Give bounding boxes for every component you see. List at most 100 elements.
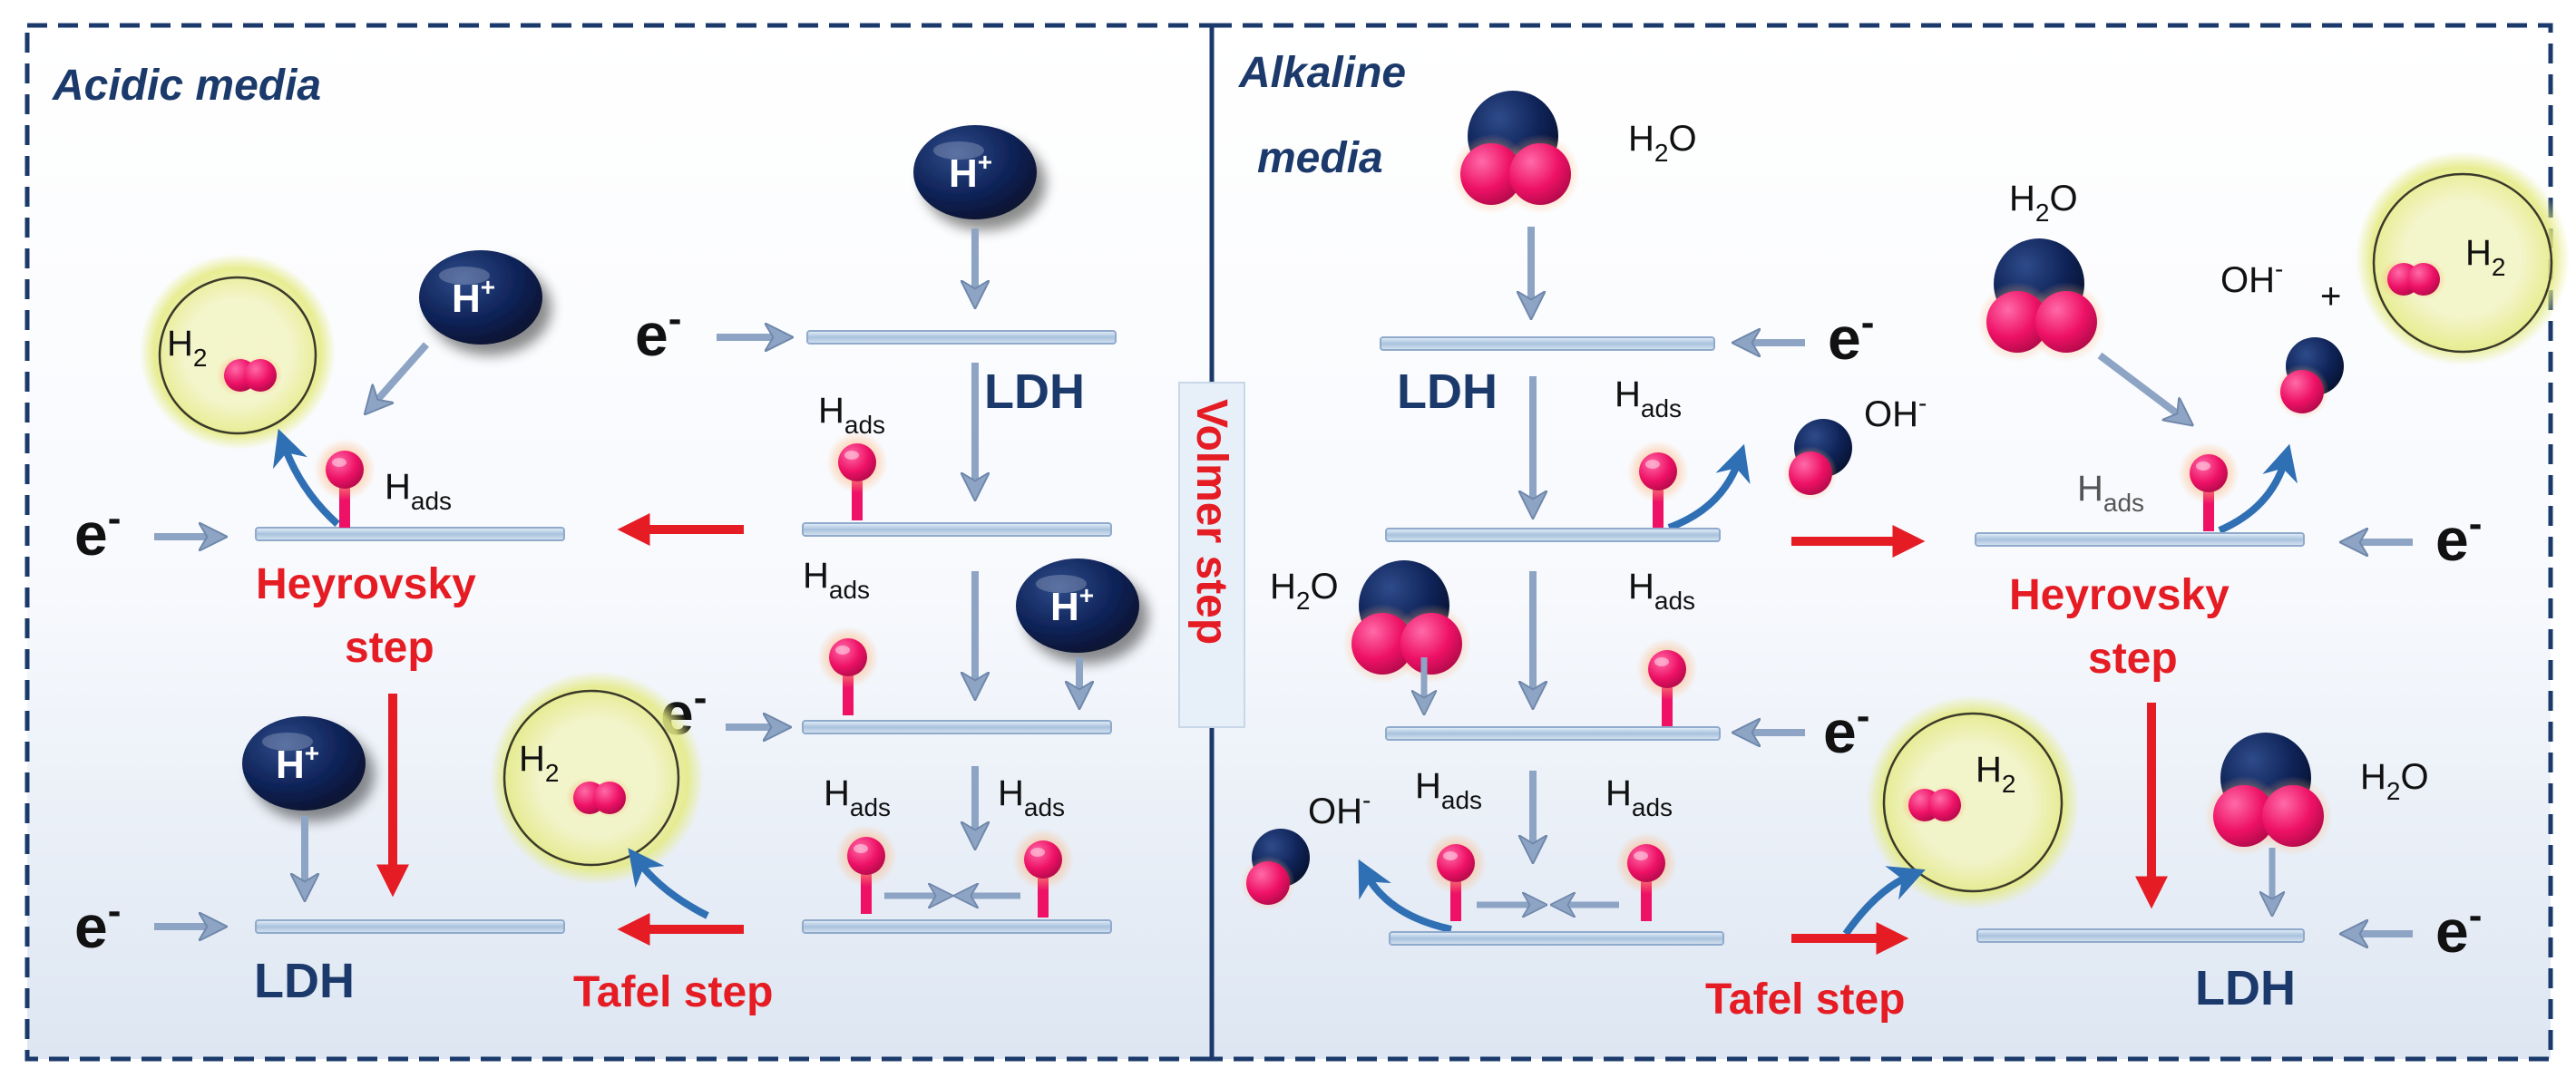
tafel-step-label: Tafel step — [573, 968, 774, 1016]
h-ads-sub: ads — [1654, 587, 1695, 615]
h-ads-sub: ads — [411, 487, 452, 515]
ldh-surface — [1389, 931, 1724, 946]
h-ads-label: H — [803, 556, 829, 596]
h2o-sub: 2 — [1296, 587, 1311, 615]
h-ads-label: H — [385, 467, 411, 507]
h2-ring — [1882, 712, 2064, 893]
oh-label: OH — [1864, 394, 1918, 434]
ldh-surface — [255, 919, 565, 934]
heyrovsky-step-label-line1: Heyrovsky — [256, 560, 476, 608]
h-plus-sup: + — [1079, 581, 1094, 609]
h2-ring — [2372, 172, 2553, 354]
h2-glow — [2356, 151, 2570, 365]
electron-label: e — [1828, 305, 1861, 372]
electron-sup: - — [108, 889, 122, 933]
svg-text:OH-: OH- — [1308, 786, 1371, 831]
h2-label: H — [1976, 750, 2002, 790]
svg-text:OH-: OH- — [1864, 389, 1927, 434]
h-ads-sub: ads — [1632, 793, 1673, 821]
ldh-label: LDH — [254, 954, 355, 1008]
ldh-surface — [255, 527, 565, 541]
h2-molecule — [217, 355, 282, 395]
plus-sign: + — [2320, 277, 2341, 316]
h2-sub: 2 — [193, 344, 208, 372]
svg-text:e-: e- — [74, 889, 121, 960]
electron-sup: - — [2469, 501, 2483, 546]
h-ads-label: H — [1628, 567, 1654, 607]
ldh-surface — [802, 522, 1112, 537]
h2-molecule — [566, 778, 631, 818]
svg-text:Hads: Hads — [1605, 773, 1673, 821]
electron-label: e — [74, 500, 108, 568]
h-ads-label: H — [1615, 374, 1641, 414]
svg-text:e-: e- — [635, 296, 681, 368]
electron-sup: - — [1857, 694, 1870, 738]
svg-text:H2: H2 — [519, 739, 559, 787]
h2-label: H — [519, 739, 545, 779]
electron-sup: - — [2469, 893, 2483, 937]
volmer-step-box — [1178, 382, 1245, 728]
svg-text:H2: H2 — [1976, 750, 2015, 798]
h2o-label: H — [1270, 567, 1296, 607]
heyrovsky-step-label-line2: step — [345, 624, 434, 672]
alkaline-panel-title-line1: Alkaline — [1238, 49, 1406, 97]
svg-text:H+: H+ — [949, 148, 992, 196]
svg-text:Hads: Hads — [998, 773, 1065, 821]
svg-text:H2O: H2O — [1270, 567, 1339, 615]
h-ads-sub: ads — [1441, 786, 1482, 814]
ldh-surface — [802, 720, 1112, 734]
ldh-surface — [806, 330, 1117, 345]
h2-label: H — [167, 324, 193, 364]
h-ads-label: H — [2077, 469, 2103, 509]
h-plus-ion: H+ — [1016, 558, 1139, 653]
electron-sup: - — [108, 496, 122, 540]
h2o-label: H — [2009, 179, 2035, 219]
svg-text:H+: H+ — [452, 273, 495, 321]
h-plus-sup: + — [978, 148, 992, 176]
ldh-surface — [1385, 528, 1721, 542]
ldh-surface — [802, 919, 1112, 934]
h-ads-label: H — [1415, 766, 1441, 806]
h2o-sub: 2 — [2035, 199, 2050, 227]
h2o-end: O — [2049, 179, 2077, 219]
ldh-surface — [1976, 928, 2305, 943]
curved-arrow — [628, 848, 709, 919]
svg-text:H2: H2 — [167, 324, 207, 372]
acidic-panel-title: Acidic media — [52, 62, 321, 110]
h-plus-label: H — [949, 151, 978, 196]
h-plus-ion: H+ — [913, 125, 1037, 219]
h-plus-ion: H+ — [419, 250, 542, 345]
h-plus-label: H — [452, 277, 481, 321]
curved-arrow — [1358, 859, 1452, 933]
h2-sub: 2 — [545, 759, 560, 787]
svg-text:H+: H+ — [1050, 581, 1094, 629]
arrow-diagonal — [2097, 352, 2184, 419]
h2o-label: H — [2360, 757, 2386, 797]
electron-sup: - — [694, 675, 707, 720]
electron-label: e — [2435, 898, 2469, 965]
h2o-end: O — [1668, 119, 1696, 159]
svg-text:H2O: H2O — [2360, 757, 2429, 805]
h2-sub: 2 — [2002, 770, 2016, 798]
h2-glow — [1866, 695, 2080, 909]
h-ads-sub: ads — [1641, 394, 1682, 422]
svg-text:H+: H+ — [276, 739, 319, 787]
h2-sub: 2 — [2492, 253, 2506, 281]
h2-ring — [158, 276, 317, 435]
ldh-surface — [1385, 726, 1721, 741]
arrow-diagonal — [372, 342, 429, 406]
h2o-label: H — [1628, 119, 1654, 159]
oh-sup: - — [1918, 389, 1927, 417]
svg-text:e-: e- — [2435, 501, 2482, 573]
h2-glow — [140, 254, 336, 450]
ldh-label: LDH — [1397, 364, 1498, 419]
h-ads-label: H — [818, 391, 844, 431]
h-plus-ion: H+ — [242, 716, 366, 811]
h-ads-sub: ads — [1024, 793, 1065, 821]
h-ads-sub: ads — [850, 793, 891, 821]
electron-sup: - — [668, 296, 682, 341]
h-ads-sub: ads — [2103, 489, 2144, 517]
electron-sup: - — [1861, 300, 1875, 345]
ldh-label: LDH — [2195, 961, 2296, 1015]
